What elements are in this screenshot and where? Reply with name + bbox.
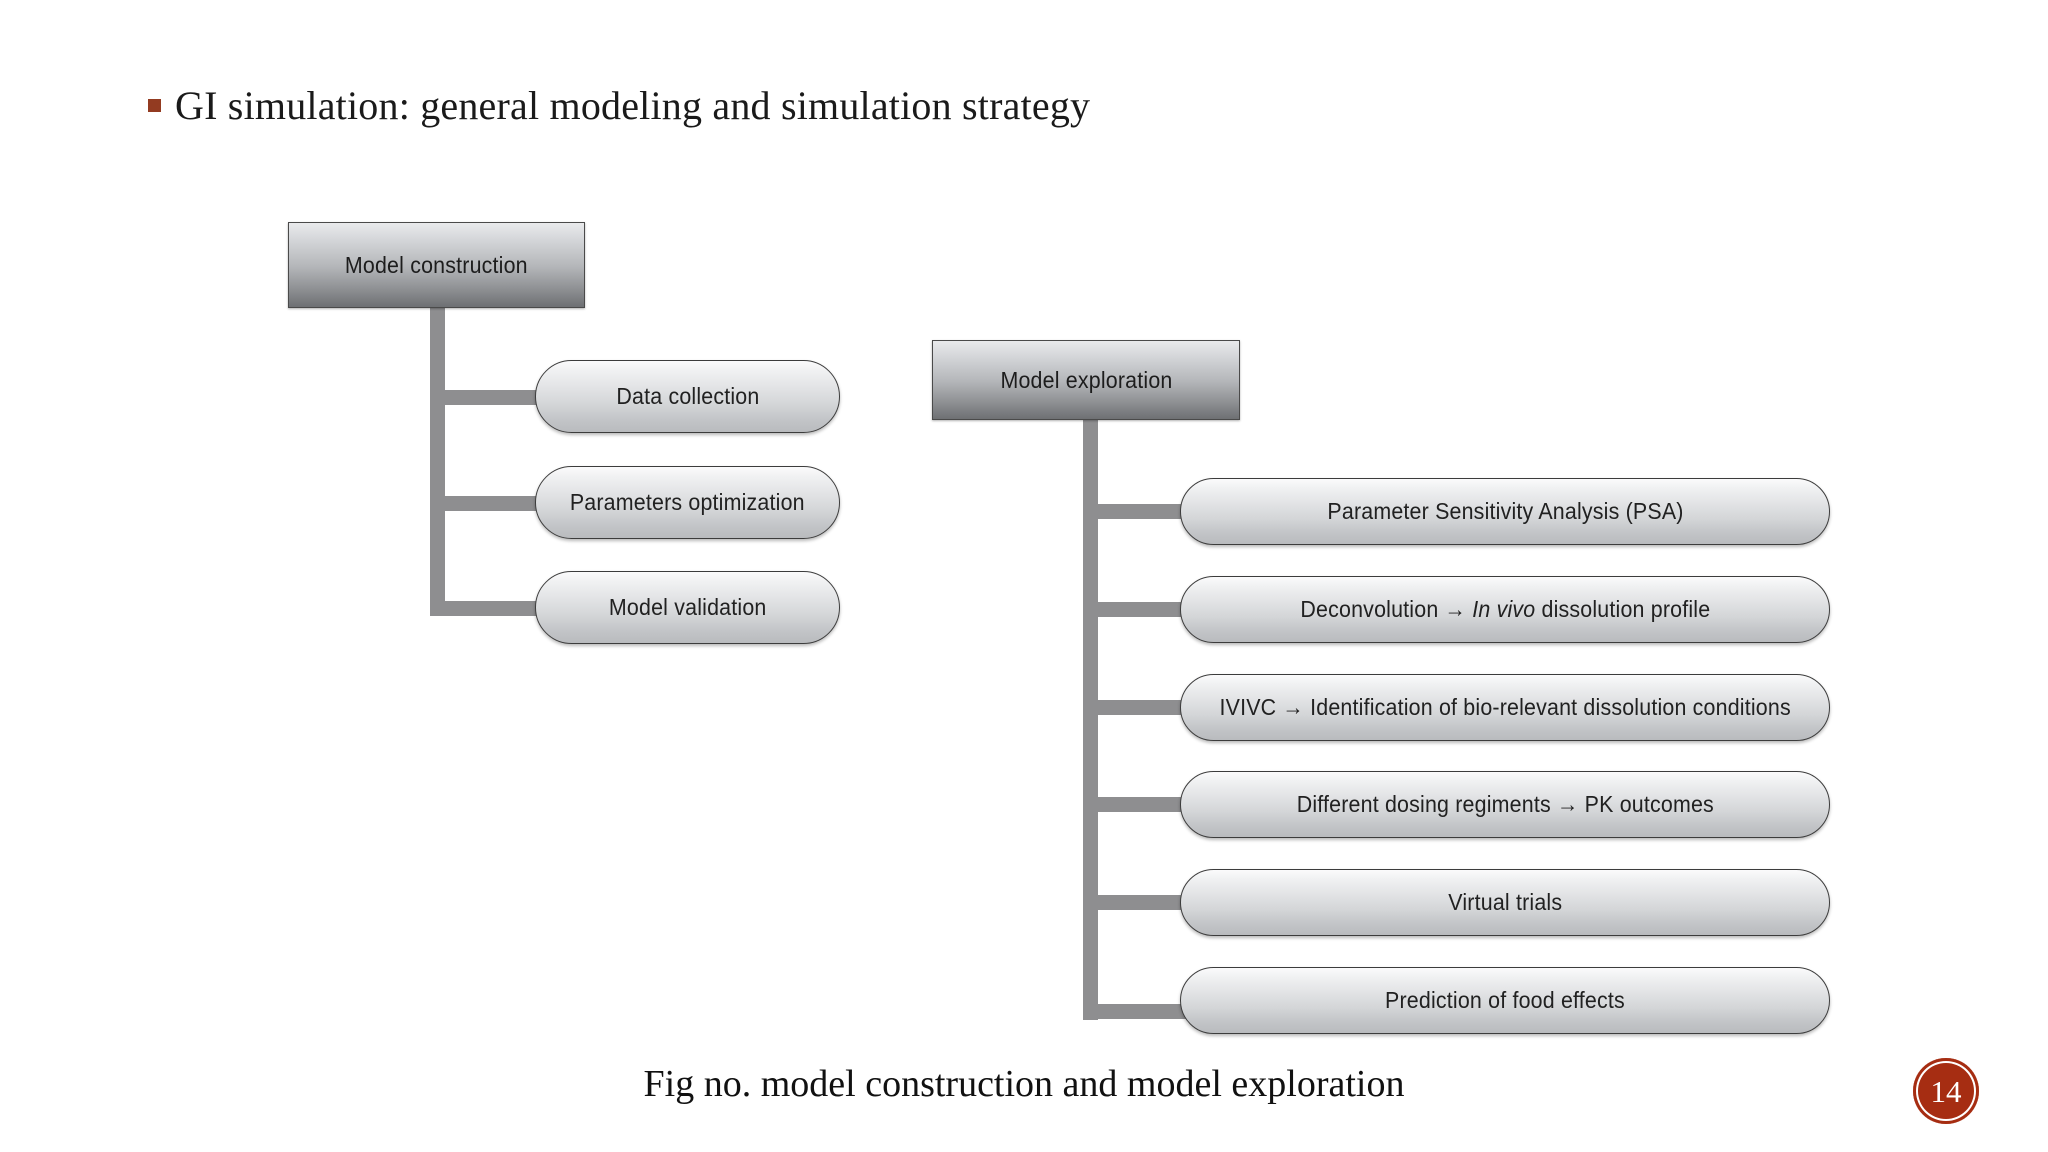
node-label-pre: Deconvolution → [1300, 596, 1472, 622]
connector-branch-right-3 [1083, 700, 1198, 715]
connector-branch-right-4 [1083, 797, 1198, 812]
page-title-text: GI simulation: general modeling and simu… [175, 83, 1091, 128]
connector-branch-right-2 [1083, 602, 1198, 617]
node-label: Prediction of food effects [1385, 987, 1625, 1013]
connector-branch-right-5 [1083, 895, 1198, 910]
node-label-post: dissolution profile [1534, 596, 1710, 622]
node-label: Model exploration [999, 366, 1172, 393]
page-title: GI simulation: general modeling and simu… [148, 82, 1090, 129]
node-deconvolution-in-vivo-dissolution-profile[interactable]: Deconvolution → In vivo dissolution prof… [1180, 576, 1830, 643]
node-label: Virtual trials [1448, 889, 1562, 915]
node-model-validation[interactable]: Model validation [535, 571, 840, 644]
node-label: Deconvolution → In vivo dissolution prof… [1300, 596, 1710, 623]
connector-trunk-left [430, 300, 445, 616]
node-label: Data collection [615, 383, 760, 409]
node-label: IVIVC → Identification of bio-relevant d… [1219, 694, 1791, 720]
connector-branch-right-6 [1083, 1004, 1198, 1019]
node-virtual-trials[interactable]: Virtual trials [1180, 869, 1830, 936]
node-prediction-of-food-effects[interactable]: Prediction of food effects [1180, 967, 1830, 1034]
connector-trunk-right [1083, 412, 1098, 1020]
node-label: Model validation [608, 594, 767, 620]
bullet-square-icon [148, 99, 161, 112]
node-model-exploration[interactable]: Model exploration [932, 340, 1240, 420]
connector-branch-left-3 [430, 601, 550, 616]
node-ivivc-identification[interactable]: IVIVC → Identification of bio-relevant d… [1180, 674, 1830, 741]
node-parameters-optimization[interactable]: Parameters optimization [535, 466, 840, 539]
node-label: Parameter Sensitivity Analysis (PSA) [1326, 498, 1684, 524]
page-number-badge: 14 [1913, 1058, 1979, 1124]
figure-caption: Fig no. model construction and model exp… [643, 1063, 1405, 1105]
page-number-text: 14 [1930, 1073, 1962, 1109]
node-different-dosing-regiments[interactable]: Different dosing regiments → PK outcomes [1180, 771, 1830, 838]
node-data-collection[interactable]: Data collection [535, 360, 840, 433]
node-label: Parameters optimization [570, 489, 805, 515]
node-parameter-sensitivity-analysis[interactable]: Parameter Sensitivity Analysis (PSA) [1180, 478, 1830, 545]
node-label-emphasis: In vivo [1471, 596, 1535, 622]
node-label: Different dosing regiments → PK outcomes [1296, 791, 1714, 817]
node-label: Model construction [345, 251, 528, 278]
node-model-construction[interactable]: Model construction [288, 222, 585, 308]
connector-branch-left-2 [430, 496, 550, 511]
connector-branch-right-1 [1083, 504, 1198, 519]
connector-branch-left-1 [430, 390, 550, 405]
